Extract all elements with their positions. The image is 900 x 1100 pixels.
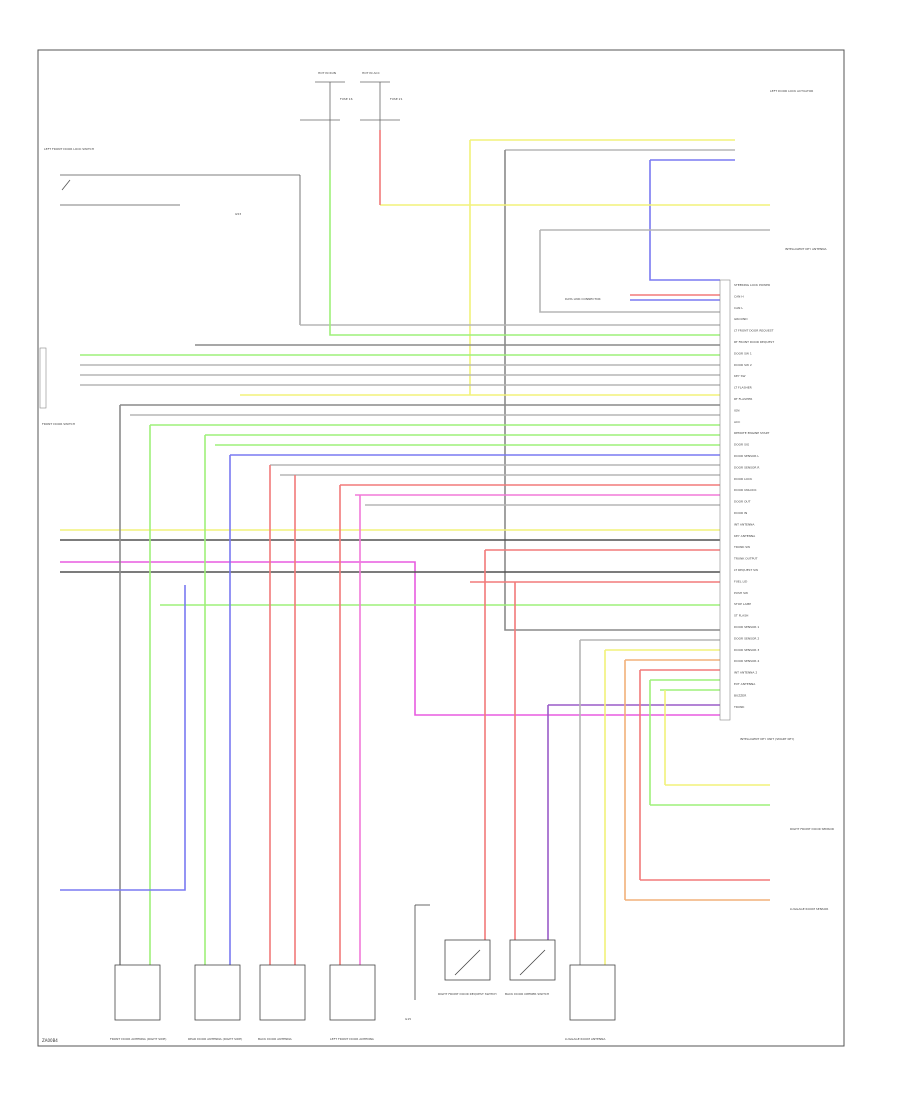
pin-label: KEY SW [734, 374, 746, 378]
pin-label: EXT ANTENNA [734, 682, 756, 686]
pin-label: RT FLASHER [734, 397, 752, 401]
pin-label: DOOR IN [734, 511, 747, 515]
data-link-connector-label: DATA LINK CONNECTOR [565, 297, 601, 301]
left-front-door-label: LEFT FRONT DOOR LOCK SWITCH [44, 147, 94, 151]
left-door-lock-actuator-label: LEFT DOOR LOCK ACTUATOR [770, 89, 813, 93]
pin-label: REMOTE ENGINE START [734, 431, 769, 435]
fuse-1-title: HOT IN RUN [318, 71, 336, 75]
pin-label: CAN L [734, 306, 743, 310]
pin-label: LT REQUEST SW [734, 568, 758, 572]
fuse-1-label: FUSE 16 [340, 97, 353, 101]
pin-label: PUSH SW [734, 591, 748, 595]
wire-light_gray [539, 230, 720, 313]
wire-blue [649, 160, 720, 281]
left-front-door-lock-switch [60, 174, 301, 325]
pin-label: DOOR UNLOCK [734, 488, 758, 492]
front-door-antenna-label: FRONT DOOR ANTENNA (RIGHT SIDE) [110, 1037, 166, 1041]
wire-blue [60, 585, 186, 891]
back-door-antenna-label: BACK DOOR ANTENNA [258, 1037, 293, 1041]
right-front-door-sensor-label: RIGHT FRONT DOOR SENSOR [790, 827, 834, 831]
pin-label: DOOR SW 2 [734, 363, 752, 367]
wire-green [329, 170, 720, 336]
pin-label: INT ANTENNA [734, 522, 755, 526]
luggage-room-antenna-label: LUGGAGE ROOM ANTENNA [565, 1037, 606, 1041]
pin-label: ACC [734, 420, 740, 424]
pin-label: DOOR SENSOR L [734, 454, 759, 458]
pin-label: LT FRONT DOOR REQUEST [734, 329, 774, 333]
fuse-2-title: HOT IN ACC [362, 71, 380, 75]
pin-label: KEY ANTENNA [734, 534, 756, 538]
pin-label: IGN [734, 408, 739, 412]
footer-code: ZA00B4 [42, 1038, 58, 1043]
pin-label: DOOR SW 1 [734, 351, 752, 355]
pin-label: TRUNK SW [733, 545, 750, 549]
pin-label: INT ANTENNA 2 [734, 671, 757, 675]
pin-label: STEERING LOCK POWER [734, 283, 770, 287]
pin-label: TRUNK OUTPUT [733, 557, 758, 561]
diagram-frame [37, 49, 845, 1047]
pin-label: DOOR LOCK [734, 477, 753, 481]
ground-label: G53 [235, 212, 241, 216]
pin-label: TRUNK [733, 705, 745, 709]
front-door-switch-label: FRONT DOOR SWITCH [42, 422, 75, 426]
pin-label: DOOR SENSOR 2 [734, 636, 759, 640]
wire-group [60, 130, 770, 965]
left-front-door-antenna-label: LEFT FRONT DOOR ANTENNA [330, 1037, 375, 1041]
pin-label: DOOR SENSOR 1 [734, 625, 759, 629]
pin-label: FUEL LID [734, 579, 748, 583]
pin-label: DOOR SENSOR 3 [734, 648, 759, 652]
wire-gray [504, 150, 720, 631]
right-front-door-request-switch-label: RIGHT FRONT DOOR REQUEST SWITCH [438, 992, 497, 996]
pin-label: DOOR SENSOR R [734, 465, 760, 469]
intelligent-key-connector [719, 279, 731, 721]
pin-label: DOOR SIG [734, 443, 750, 447]
ground-bottom-label: G15 [405, 1017, 411, 1021]
luggage-room-sensor-label: LUGGAGE ROOM SENSOR [790, 907, 828, 911]
pin-label: STOP LAMP [734, 602, 751, 606]
fuse-2-label: FUSE 21 [390, 97, 403, 101]
pin-label: BUZZER [734, 693, 746, 697]
pin-label: RT FRONT DOOR REQUEST [734, 340, 774, 344]
pin-label: ST FLASH [734, 614, 748, 618]
pin-label: LT FLASHER [734, 386, 752, 390]
intelligent-key-unit-label: INTELLIGENT KEY UNIT (SMART KEY) [740, 737, 794, 741]
pin-label: DOOR OUT [734, 500, 751, 504]
pin-label: CAN H [734, 294, 744, 298]
wire-magenta [60, 561, 720, 716]
bottom-components [114, 904, 616, 1021]
pin-label: GROUND [734, 317, 748, 321]
back-door-opener-switch-label: BACK DOOR OPENER SWITCH [505, 992, 549, 996]
intelligent-key-antenna-label: INTELLIGENT KEY ANTENNA [785, 247, 827, 251]
rear-door-antenna-label: REAR DOOR ANTENNA (RIGHT SIDE) [188, 1037, 242, 1041]
fuse-block [300, 81, 400, 170]
front-door-switch-connector [39, 347, 47, 409]
pin-label: DOOR SENSOR 4 [734, 659, 759, 663]
pin-label-group: STEERING LOCK POWER CAN H CAN L GROUND LT FR… [733, 283, 774, 709]
